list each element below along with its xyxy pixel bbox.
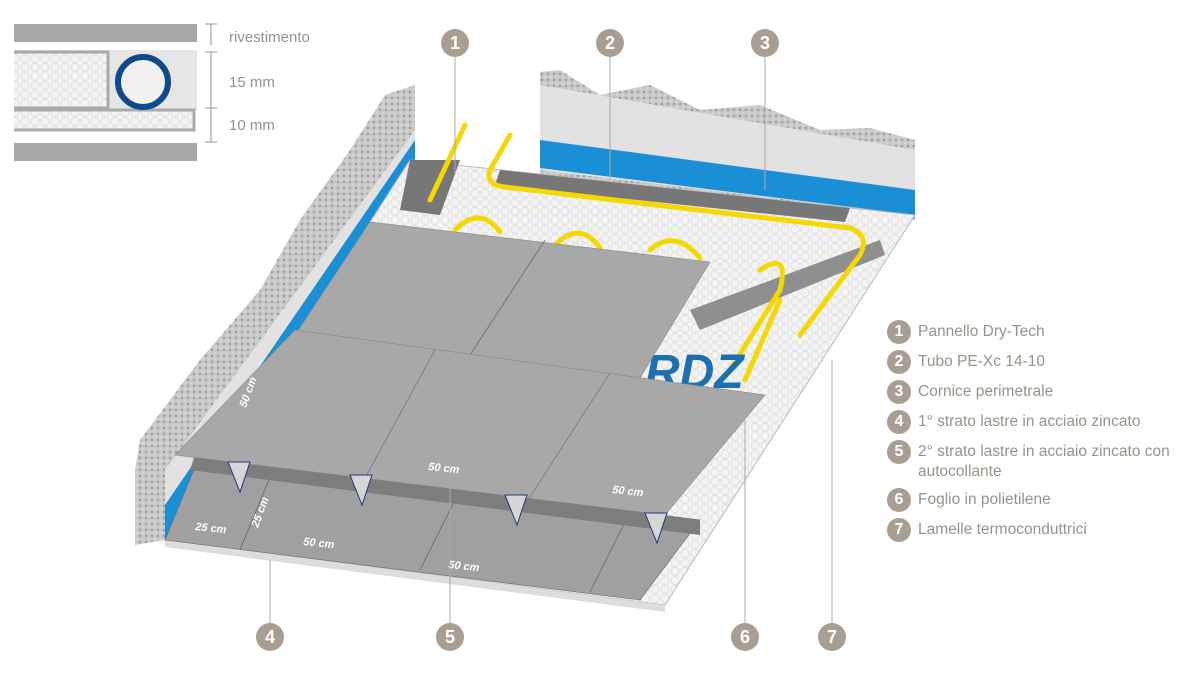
callout-3: 3 [751,29,779,57]
legend-label: Cornice perimetrale [918,383,1054,400]
legend-label: Pannello Dry-Tech [918,323,1045,340]
second-layer-sheets [174,329,766,516]
legend-number: 6 [887,488,911,512]
legend-label: Tubo PE-Xc 14-10 [918,353,1045,370]
legend-item: 4 1° strato lastre in acciaio zincato [887,410,1197,434]
top-layer [14,24,197,42]
perimeter-band-back [540,140,915,215]
legend-item: 2 Tubo PE-Xc 14-10 [887,350,1197,374]
cross-section [14,23,217,161]
callout-5: 5 [436,623,464,651]
dim-label: 50 cm [448,559,480,574]
label-rivestimento: rivestimento [229,29,310,46]
label-15mm: 15 mm [229,74,275,91]
callout-7: 7 [818,623,846,651]
legend-number: 2 [887,350,911,374]
dim-label: 50 cm [612,484,644,499]
legend-item: 3 Cornice perimetrale [887,380,1197,404]
label-10mm: 10 mm [229,117,275,134]
legend-number: 1 [887,320,911,344]
legend-number: 3 [887,380,911,404]
legend-number: 4 [887,410,911,434]
dim-label: 50 cm [303,536,335,551]
dim-label: 50 cm [428,461,460,476]
callout-4: 4 [256,623,284,651]
legend-item: 6 Foglio in polietilene [887,488,1197,512]
legend-item: 5 2° strato lastre in acciaio zincato con… [887,440,1197,482]
callout-1: 1 [441,29,469,57]
dim-label: 25 cm [194,521,227,536]
leader-lines [269,57,833,623]
callout-2: 2 [596,29,624,57]
arrow-down-icon [227,461,668,545]
pipe [427,122,866,383]
legend-label: Foglio in polietilene [918,491,1051,508]
legend-label: 2° strato lastre in acciaio zincato con … [918,443,1170,480]
legend-item: 7 Lamelle termoconduttrici [887,518,1197,542]
legend-item: 1 Pannello Dry-Tech [887,320,1197,344]
legend-number: 5 [887,440,911,464]
legend-label: 1° strato lastre in acciaio zincato [918,413,1141,430]
legend-label: Lamelle termoconduttrici [918,521,1087,538]
legend-number: 7 [887,518,911,542]
callout-6: 6 [731,623,759,651]
legend: 1 Pannello Dry-Tech 2 Tubo PE-Xc 14-10 3 Co… [887,320,1197,548]
pipe-section-icon [115,54,171,110]
